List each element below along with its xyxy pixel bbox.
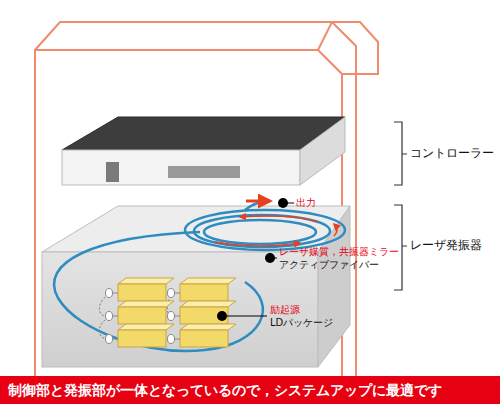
bracket bbox=[394, 122, 407, 185]
ld-front bbox=[118, 330, 166, 347]
ld-front bbox=[180, 284, 228, 301]
controller-front bbox=[62, 150, 300, 185]
callout-label: アクティブファイバー bbox=[279, 260, 379, 271]
ld-package bbox=[168, 278, 237, 301]
ld-top bbox=[180, 278, 236, 284]
ld-connector bbox=[106, 312, 113, 321]
banner-band: 制御部と発振部が一体となっているので，システムアップに最適です bbox=[0, 376, 500, 404]
callout-label: レーザ媒質，共振器ミラー bbox=[279, 247, 399, 258]
banner-text: 制御部と発振部が一体となっているので，システムアップに最適です bbox=[8, 381, 500, 399]
ld-connector bbox=[168, 312, 175, 321]
controller-slot bbox=[168, 166, 240, 178]
output-arrow bbox=[246, 200, 270, 203]
controller-side bbox=[300, 117, 345, 185]
ld-package bbox=[106, 278, 175, 301]
ld-front bbox=[118, 307, 166, 324]
fiber-loop bbox=[194, 215, 330, 247]
fiber-output bbox=[245, 202, 262, 210]
ld-connector bbox=[106, 335, 113, 344]
ld-package bbox=[106, 324, 175, 347]
cabinet-hood bbox=[332, 22, 378, 74]
callout-dot bbox=[278, 198, 288, 208]
light-arrow bbox=[334, 224, 337, 236]
ld-top bbox=[118, 301, 174, 307]
oscillator-top bbox=[42, 206, 350, 252]
callout-label: LDパッケージ bbox=[270, 317, 333, 329]
controller-box bbox=[62, 117, 345, 185]
ld-package bbox=[106, 301, 175, 324]
oscillator-box bbox=[42, 206, 350, 367]
ld-connector bbox=[168, 289, 175, 298]
part-label: コントローラー bbox=[410, 147, 494, 161]
ld-package bbox=[168, 301, 237, 324]
ld-front bbox=[180, 330, 228, 347]
cabinet-edge bbox=[318, 22, 332, 50]
part-label: レーザ発振器 bbox=[410, 239, 482, 253]
ld-top bbox=[180, 301, 236, 307]
light-arrow bbox=[240, 216, 318, 222]
ld-top bbox=[118, 324, 174, 330]
ld-top bbox=[180, 324, 236, 330]
fiber-lead bbox=[54, 232, 263, 351]
ld-connector bbox=[106, 289, 113, 298]
fiber-loop bbox=[185, 210, 345, 250]
callout-label: 励起源 bbox=[270, 304, 300, 316]
ld-package bbox=[168, 324, 237, 347]
fiber-loop bbox=[204, 220, 316, 244]
brackets bbox=[394, 122, 407, 290]
cabinet-silhouette bbox=[35, 22, 356, 378]
light-arrows bbox=[215, 201, 337, 246]
ld-top bbox=[118, 278, 174, 284]
controller-top bbox=[62, 117, 345, 150]
ld-front bbox=[180, 307, 228, 324]
light-arrow bbox=[215, 242, 300, 246]
active-fiber bbox=[54, 202, 345, 351]
callout-label: 出力 bbox=[296, 197, 316, 209]
leader-line bbox=[222, 316, 267, 317]
ld-front bbox=[118, 284, 166, 301]
callout-dot bbox=[217, 311, 227, 321]
ld-packages bbox=[99, 278, 236, 347]
ld-connector bbox=[168, 335, 175, 344]
cabinet-outline bbox=[35, 22, 378, 378]
controller-slot bbox=[106, 162, 119, 182]
callout-dot bbox=[265, 253, 275, 263]
